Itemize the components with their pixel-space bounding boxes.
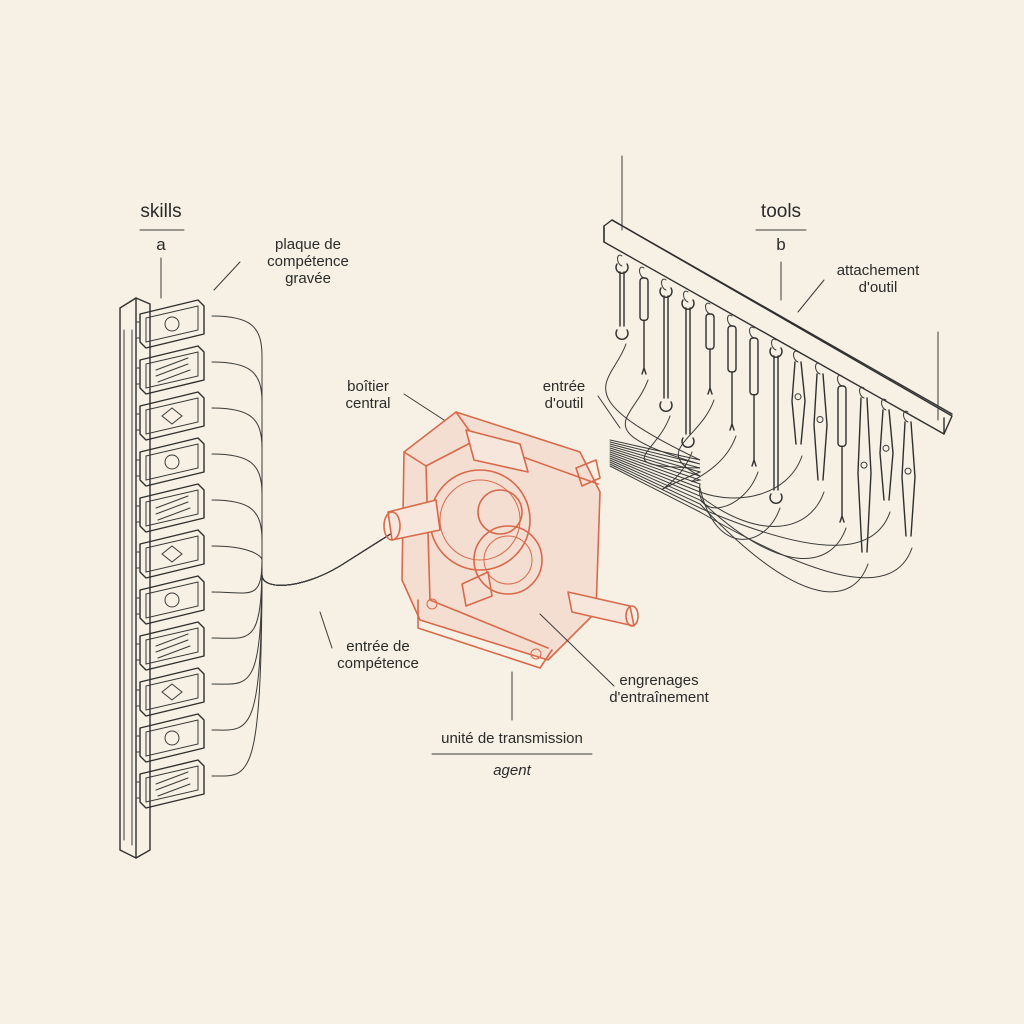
wrench-icon xyxy=(615,254,629,340)
skill-plate-label: plaque de compétence gravée xyxy=(267,236,349,287)
skill-input-wires xyxy=(211,315,401,777)
screwdriver-icon xyxy=(639,266,649,375)
hatched-mound-icon xyxy=(135,345,205,395)
grid-icon xyxy=(135,667,205,717)
tool-attachments xyxy=(615,254,916,553)
tools-title: tools xyxy=(760,201,802,222)
wave-circuit-icon xyxy=(135,621,205,671)
pliers-icon xyxy=(857,386,872,553)
skills-letter: a xyxy=(156,235,166,254)
skill-input-label: entrée de compétence xyxy=(337,638,419,672)
cross-hatch-icon xyxy=(135,713,205,763)
wrench-icon xyxy=(769,338,783,504)
pliers-icon xyxy=(791,350,806,445)
wrench-icon xyxy=(659,278,673,412)
diamond-icon xyxy=(135,299,205,349)
tally-icon xyxy=(135,391,205,441)
arrows-icon xyxy=(135,529,205,579)
screwdriver-icon xyxy=(705,302,715,395)
central-housing-label: boîtier central xyxy=(345,378,391,412)
agent-label: agent xyxy=(493,762,531,779)
screwdriver-icon xyxy=(727,314,737,431)
three-circles-icon xyxy=(135,437,205,487)
screwdriver-icon xyxy=(749,326,759,467)
key-icon xyxy=(135,575,205,625)
skill-plates xyxy=(135,299,205,809)
tools-rack xyxy=(603,155,953,435)
wrench-icon xyxy=(681,290,695,448)
pliers-icon xyxy=(879,398,894,501)
tools-letter: b xyxy=(776,235,786,254)
transmission-unit xyxy=(383,411,639,669)
leader-lines xyxy=(139,229,825,755)
circle-icon xyxy=(135,483,205,533)
pliers-icon xyxy=(901,410,916,537)
skills-rail xyxy=(119,297,151,859)
screwdriver-icon xyxy=(837,374,847,523)
drive-gears-label: engrenages d'entraînement xyxy=(609,672,709,706)
transmission-unit-label: unité de transmission xyxy=(441,730,583,747)
tool-attachment-label: attachement d'outil xyxy=(836,262,920,296)
tool-input-label: entrée d'outil xyxy=(542,378,586,412)
pliers-icon xyxy=(813,362,828,481)
tool-input-wires xyxy=(605,343,913,593)
diamond-frame-icon xyxy=(135,759,205,809)
skills-title: skills xyxy=(140,201,182,222)
